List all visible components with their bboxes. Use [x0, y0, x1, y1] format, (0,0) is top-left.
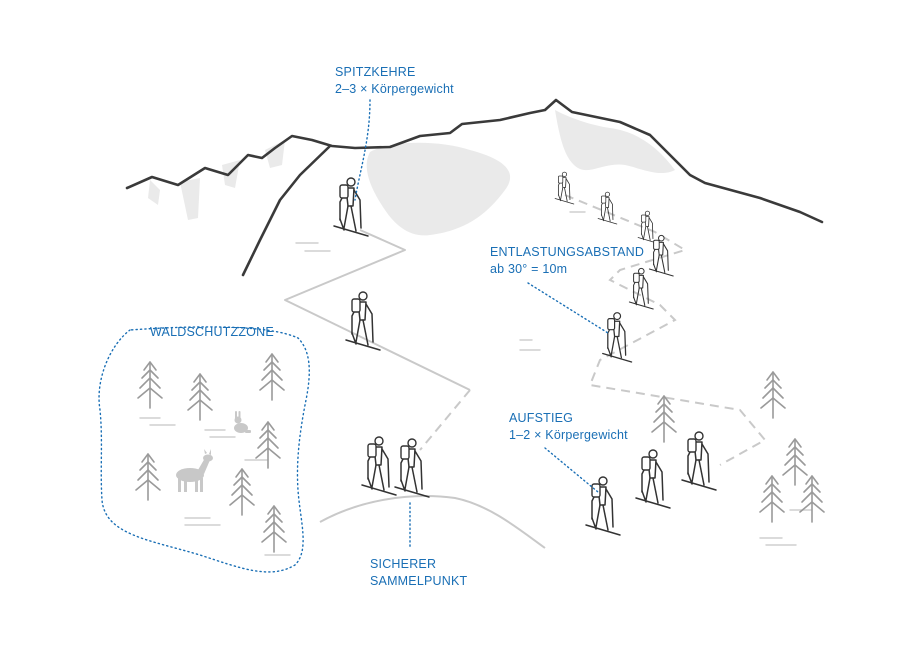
- tree-icon: [651, 395, 677, 443]
- tree-icon: [799, 475, 825, 523]
- label-entlastungsabstand: ENTLASTUNGSABSTAND ab 30° = 10m: [490, 244, 644, 278]
- label-aufstieg: AUFSTIEG 1–2 × Körpergewicht: [509, 410, 628, 444]
- tree-icon: [759, 475, 785, 523]
- skier-icon: [345, 291, 381, 351]
- skier-icon: [597, 191, 618, 225]
- tree-icon: [137, 361, 163, 409]
- mountain-rock-shapes: [148, 110, 675, 236]
- label-waldschutzzone-title: WALDSCHUTZZONE: [150, 325, 274, 339]
- skier-icon: [361, 436, 397, 496]
- skiers: [333, 171, 717, 536]
- label-waldschutzzone: WALDSCHUTZZONE: [150, 324, 274, 341]
- tree-icon: [229, 468, 255, 516]
- leader-entlastungsabstand: [527, 282, 609, 334]
- ridge-spur: [241, 144, 332, 277]
- label-sammelpunkt-line1: SICHERER: [370, 557, 437, 571]
- tree-icon: [760, 371, 786, 419]
- skier-icon: [602, 312, 633, 363]
- label-sammelpunkt-line2: SAMMELPUNKT: [370, 574, 468, 588]
- label-entlastungsabstand-title: ENTLASTUNGSABSTAND: [490, 245, 645, 259]
- label-aufstieg-detail: 1–2 × Körpergewicht: [509, 428, 628, 442]
- tree-icon: [259, 353, 285, 401]
- hare-icon: [234, 411, 251, 433]
- tree-icon: [255, 421, 281, 469]
- label-leaders: [354, 99, 609, 549]
- skier-icon: [554, 171, 575, 205]
- snow-ticks: [139, 211, 813, 556]
- ascent-trail-right: [564, 194, 767, 466]
- tree-icon: [135, 453, 161, 501]
- deer-icon: [176, 449, 213, 492]
- skier-icon: [394, 438, 430, 498]
- skier-icon: [681, 431, 717, 491]
- ascent-trail-left: [284, 229, 471, 451]
- safe-gathering-ridge: [319, 495, 546, 549]
- slope-trees: [651, 371, 825, 523]
- leader-spitzkehre: [354, 99, 371, 201]
- label-entlastungsabstand-detail: ab 30° = 10m: [490, 262, 568, 276]
- tree-icon: [187, 373, 213, 421]
- forest-protection-zone-boundary: [98, 326, 310, 573]
- label-aufstieg-title: AUFSTIEG: [509, 411, 574, 425]
- tree-icon: [782, 438, 808, 486]
- label-spitzkehre-detail: 2–3 × Körpergewicht: [335, 82, 454, 96]
- skier-icon: [333, 177, 369, 237]
- label-spitzkehre-title: SPITZKEHRE: [335, 65, 416, 79]
- leader-aufstieg: [544, 447, 599, 493]
- label-sammelpunkt: SICHERER SAMMELPUNKT: [370, 556, 467, 590]
- skier-icon: [635, 449, 671, 509]
- mountain-ridge: [125, 98, 824, 224]
- tree-icon: [261, 505, 287, 553]
- label-spitzkehre: SPITZKEHRE 2–3 × Körpergewicht: [335, 64, 454, 98]
